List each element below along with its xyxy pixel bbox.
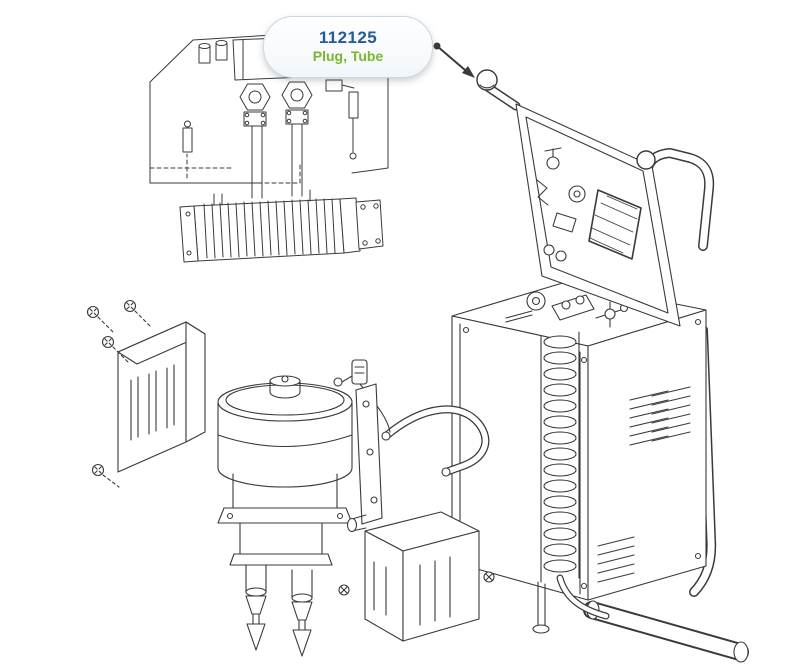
part-callout[interactable]: 112125 Plug, Tube (263, 16, 433, 78)
part-number: 112125 (318, 28, 378, 48)
vent-louvers (597, 386, 691, 583)
assembly-screws (86, 299, 495, 596)
heater-assembly (179, 189, 384, 263)
spray-guns (245, 564, 313, 657)
bottom-frame-tube (583, 600, 749, 663)
cabinet-lid (484, 83, 681, 327)
lid-knob (636, 150, 656, 170)
plug-tube-part (476, 69, 498, 91)
mounting-bracket (117, 321, 206, 473)
part-name: Plug, Tube (312, 48, 384, 65)
pump-motor-assembly (217, 359, 391, 566)
callout-arrow (433, 42, 475, 78)
hose-coil (540, 331, 610, 620)
drain-box (346, 511, 480, 642)
feed-hose (381, 405, 490, 477)
